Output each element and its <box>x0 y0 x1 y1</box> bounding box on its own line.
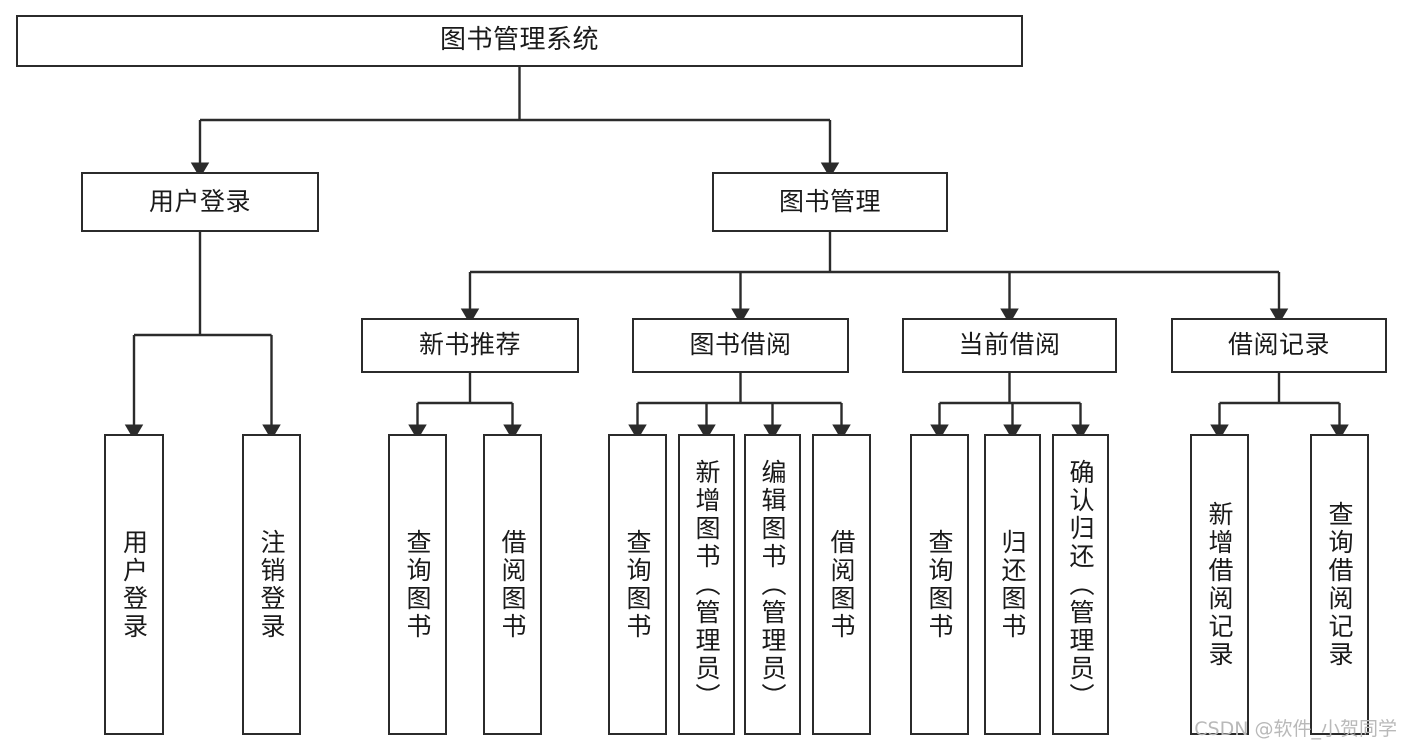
node-label-leaf-borrow-book-1: 借阅图书 <box>498 528 527 641</box>
watermark-text: CSDN @软件_小贺同学 <box>1194 718 1397 740</box>
node-label-book-manage: 图书管理 <box>778 186 881 216</box>
node-root[interactable]: 图书管理系统 <box>16 15 1023 67</box>
node-label-leaf-return-book: 归还图书 <box>998 528 1027 641</box>
node-new-book-rec[interactable]: 新书推荐 <box>361 318 579 373</box>
node-leaf-confirm-return[interactable]: 确认归还（管理员） <box>1052 434 1109 735</box>
node-leaf-user-logout[interactable]: 注销登录 <box>242 434 301 735</box>
node-book-manage[interactable]: 图书管理 <box>712 172 948 232</box>
node-label-book-borrow: 图书借阅 <box>689 330 792 360</box>
node-leaf-return-book[interactable]: 归还图书 <box>984 434 1041 735</box>
node-label-new-book-rec: 新书推荐 <box>418 330 521 360</box>
node-leaf-query-book-2[interactable]: 查询图书 <box>608 434 667 735</box>
node-leaf-add-book[interactable]: 新增图书（管理员） <box>678 434 735 735</box>
node-label-root: 图书管理系统 <box>439 25 599 56</box>
node-label-current-borrow: 当前借阅 <box>958 330 1061 360</box>
node-leaf-edit-book[interactable]: 编辑图书（管理员） <box>744 434 801 735</box>
node-leaf-query-record[interactable]: 查询借阅记录 <box>1310 434 1369 735</box>
node-label-user-login: 用户登录 <box>148 186 251 216</box>
node-label-leaf-query-record: 查询借阅记录 <box>1325 500 1354 669</box>
node-label-leaf-edit-book: 编辑图书（管理员） <box>758 458 787 711</box>
node-label-leaf-query-book-1: 查询图书 <box>403 528 432 641</box>
node-label-leaf-user-logout: 注销登录 <box>257 528 286 641</box>
node-label-leaf-confirm-return: 确认归还（管理员） <box>1066 458 1095 711</box>
node-label-borrow-record: 借阅记录 <box>1227 330 1330 360</box>
node-borrow-record[interactable]: 借阅记录 <box>1171 318 1387 373</box>
node-user-login[interactable]: 用户登录 <box>81 172 319 232</box>
node-label-leaf-add-record: 新增借阅记录 <box>1205 500 1234 669</box>
node-leaf-borrow-book-1[interactable]: 借阅图书 <box>483 434 542 735</box>
node-label-leaf-query-book-2: 查询图书 <box>623 528 652 641</box>
node-label-leaf-user-login: 用户登录 <box>119 528 149 641</box>
node-current-borrow[interactable]: 当前借阅 <box>902 318 1117 373</box>
node-leaf-user-login[interactable]: 用户登录 <box>104 434 164 735</box>
node-label-leaf-add-book: 新增图书（管理员） <box>692 458 721 711</box>
node-leaf-add-record[interactable]: 新增借阅记录 <box>1190 434 1249 735</box>
node-leaf-query-book-3[interactable]: 查询图书 <box>910 434 969 735</box>
node-leaf-borrow-book-2[interactable]: 借阅图书 <box>812 434 871 735</box>
node-label-leaf-query-book-3: 查询图书 <box>925 528 954 641</box>
node-book-borrow[interactable]: 图书借阅 <box>632 318 849 373</box>
node-leaf-query-book-1[interactable]: 查询图书 <box>388 434 447 735</box>
node-label-leaf-borrow-book-2: 借阅图书 <box>827 528 856 641</box>
